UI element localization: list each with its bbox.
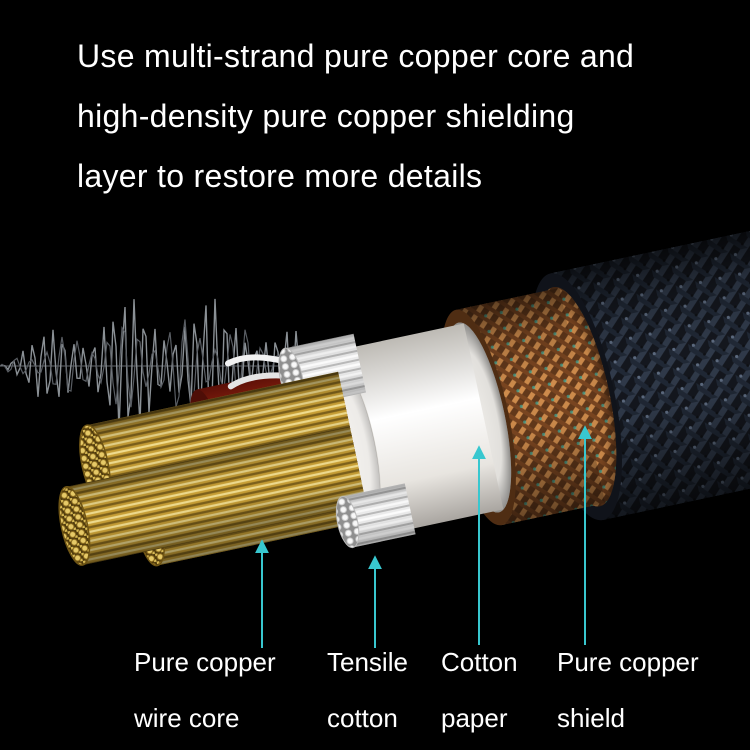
label-cotton-paper: Cotton paper: [441, 634, 518, 746]
label-line: wire core: [134, 703, 240, 733]
label-pure-copper-shield: Pure copper shield: [557, 634, 699, 746]
label-pure-copper-wire-core: Pure copper wire core: [134, 634, 276, 746]
label-line: Tensile: [327, 647, 408, 677]
label-line: shield: [557, 703, 625, 733]
copper-wire-bundles: [58, 371, 370, 567]
headline-line-3: layer to restore more details: [77, 158, 483, 194]
label-line: paper: [441, 703, 508, 733]
headline: Use multi-strand pure copper core and hi…: [77, 26, 634, 206]
label-line: Pure copper: [557, 647, 699, 677]
label-line: Cotton: [441, 647, 518, 677]
cable-body: [58, 211, 750, 567]
tensile-cotton-bottom-bundle: [335, 483, 416, 549]
label-line: Pure copper: [134, 647, 276, 677]
wire-bundle-front-lower: [58, 426, 367, 566]
label-line: cotton: [327, 703, 398, 733]
label-tensile-cotton: Tensile cotton: [327, 634, 408, 746]
headline-line-1: Use multi-strand pure copper core and: [77, 38, 635, 74]
pointer-arrows: [255, 425, 592, 648]
headline-line-2: high-density pure copper shielding: [77, 98, 575, 134]
